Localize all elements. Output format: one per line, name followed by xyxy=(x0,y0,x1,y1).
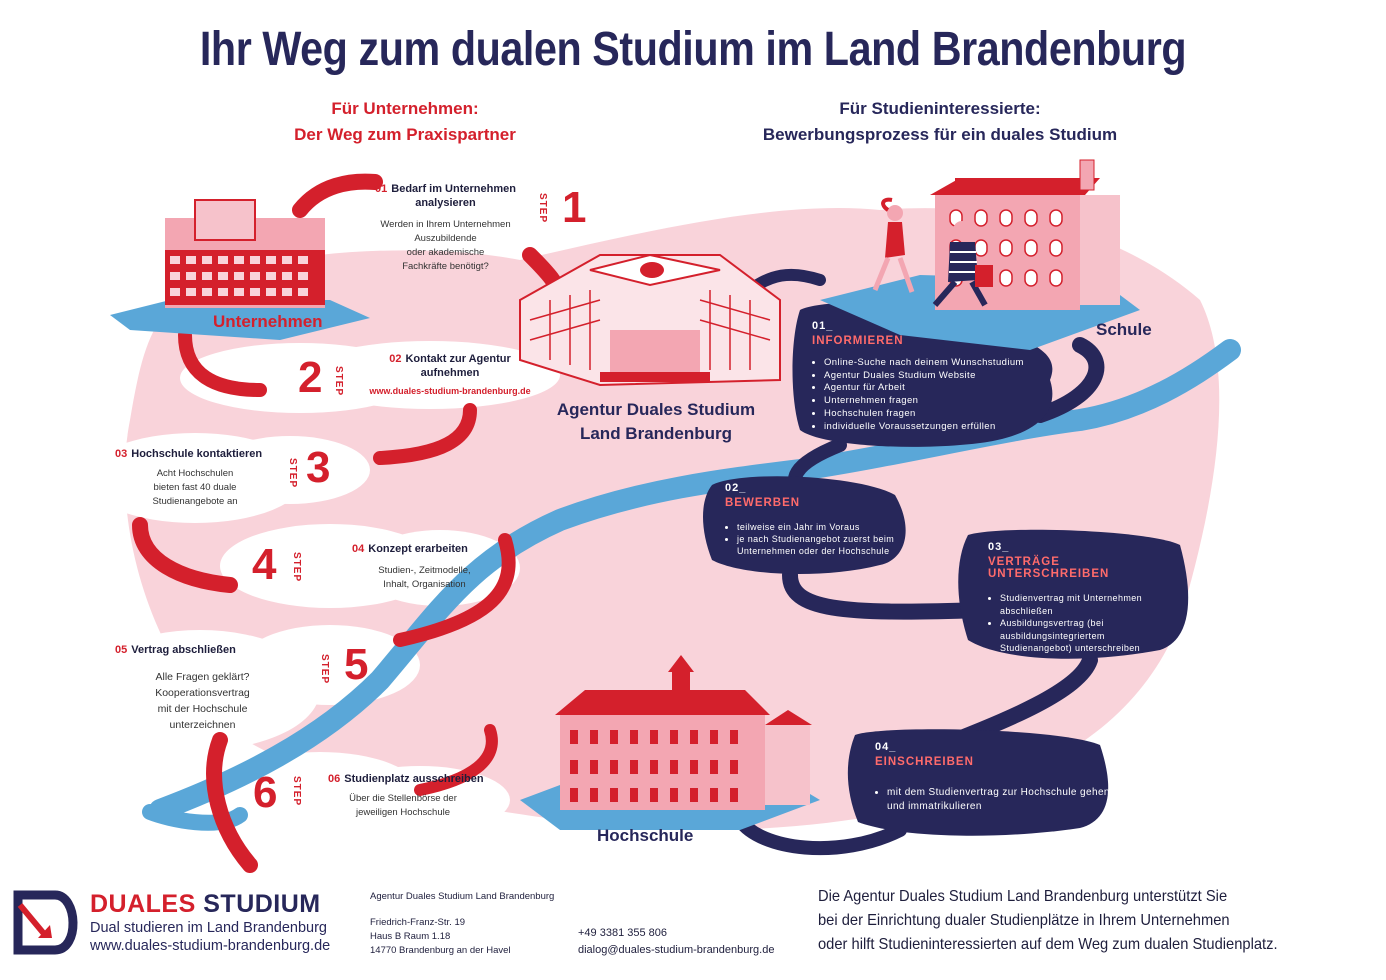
right-header-line1: Für Studieninteressierte: xyxy=(839,99,1041,118)
step-5-number: 5 xyxy=(344,640,369,689)
student-step-2-num: 02_ xyxy=(725,482,747,494)
step-1-label: STEP xyxy=(537,193,548,224)
step-clouds xyxy=(80,341,560,834)
step-4-label: STEP xyxy=(291,552,302,583)
list-item: individuelle Voraussetzungen erfüllen xyxy=(824,421,1052,434)
footer-email[interactable]: dialog@duales-studium-brandenburg.de xyxy=(578,944,775,956)
student-step-2-title: BEWERBEN xyxy=(725,497,801,509)
footer-info: Die Agentur Duales Studium Land Brandenb… xyxy=(818,888,1278,953)
step-1-number: 1 xyxy=(562,183,587,232)
river xyxy=(149,339,1241,821)
building-icon xyxy=(110,199,370,340)
student-step-3-num: 03_ xyxy=(988,541,1010,553)
student-step-1-num: 01_ xyxy=(812,320,834,332)
place-schule: Schule xyxy=(1096,320,1152,339)
brand-subtitle: Dual studieren im Land Brandenburg xyxy=(90,920,327,936)
agency-building-icon xyxy=(519,253,781,387)
list-item: Ausbildungsvertrag (bei ausbildungsinteg… xyxy=(1000,617,1175,655)
footer-org: Agentur Duales Studium Land Brandenburg xyxy=(370,891,555,902)
footer-phone[interactable]: +49 3381 355 806 xyxy=(578,927,668,939)
student-step-4-list: mit dem Studienvertrag zur Hochschule ge… xyxy=(875,786,1112,814)
student-step-1: 01_ INFORMIEREN Online-Suche nach deinem… xyxy=(812,320,1052,433)
step-2-label: STEP xyxy=(333,366,344,397)
step-3-number: 3 xyxy=(306,443,331,492)
students-icon xyxy=(872,197,993,307)
step-6-number: 6 xyxy=(253,768,278,817)
page-title: Ihr Weg zum dualen Studium im Land Brand… xyxy=(199,23,1187,76)
place-hochschule: Hochschule xyxy=(597,826,694,845)
brand-name: DUALES STUDIUM xyxy=(90,890,321,918)
student-step-3: 03_ VERTRÄGE UNTERSCHREIBEN Studienvertr… xyxy=(988,541,1178,655)
red-path xyxy=(132,173,573,873)
place-agentur-line1: Agentur Duales Studium xyxy=(556,400,756,419)
left-header: Für Unternehmen: Der Weg zum Praxispartn… xyxy=(260,96,550,148)
list-item: Agentur für Arbeit xyxy=(824,382,1052,395)
logo-icon xyxy=(13,890,78,955)
list-item: Unternehmen fragen xyxy=(824,395,1052,408)
list-item: Hochschulen fragen xyxy=(824,408,1052,421)
student-step-4-title: EINSCHREIBEN xyxy=(875,756,974,768)
footer-contact: +49 3381 355 806 dialog@duales-studium-b… xyxy=(578,925,774,959)
step-6-label: STEP xyxy=(291,776,302,807)
footer-brand: DUALES STUDIUM Dual studieren im Land Br… xyxy=(90,890,330,955)
step-2-number: 2 xyxy=(298,353,323,402)
left-header-line2: Der Weg zum Praxispartner xyxy=(294,125,516,144)
list-item: teilweise ein Jahr im Voraus xyxy=(737,521,912,533)
university-building-icon xyxy=(520,655,820,830)
student-step-2: 02_ BEWERBEN teilweise ein Jahr im Vorau… xyxy=(725,482,905,557)
student-step-4: 04_ EINSCHREIBEN mit dem Studienvertrag … xyxy=(875,741,1109,814)
step-4-number: 4 xyxy=(252,540,277,589)
student-step-2-list: teilweise ein Jahr im Voraus je nach Stu… xyxy=(725,521,912,557)
student-step-4-num: 04_ xyxy=(875,741,897,753)
place-agentur: Agentur Duales Studium Land Brandenburg xyxy=(556,398,756,446)
step-2-url[interactable]: www.duales-studium-brandenburg.de xyxy=(369,386,531,396)
list-item: Agentur Duales Studium Website xyxy=(824,370,1052,383)
left-header-line1: Für Unternehmen: xyxy=(331,99,479,118)
right-header: Für Studieninteressierte: Bewerbungsproz… xyxy=(730,96,1150,148)
right-header-line2: Bewerbungsprozess für ein duales Studium xyxy=(762,125,1118,144)
school-building-icon xyxy=(820,159,1140,350)
navy-blobs xyxy=(703,302,1189,836)
list-item: Online-Suche nach deinem Wunschstudium xyxy=(824,357,1052,370)
student-step-1-title: INFORMIEREN xyxy=(812,335,904,347)
student-step-3-title: VERTRÄGE UNTERSCHREIBEN xyxy=(988,556,1110,580)
brand-url[interactable]: www.duales-studium-brandenburg.de xyxy=(90,938,331,954)
list-item: Studienvertrag mit Unternehmen abschließ… xyxy=(1000,592,1175,617)
place-agentur-line2: Land Brandenburg xyxy=(579,424,733,443)
step-3-label: STEP xyxy=(287,458,298,489)
student-step-3-list: Studienvertrag mit Unternehmen abschließ… xyxy=(988,592,1175,655)
step-4-desc: Studien-, Zeitmodelle,Inhalt, Organisati… xyxy=(378,565,471,590)
student-step-1-list: Online-Suche nach deinem Wunschstudium A… xyxy=(812,357,1052,433)
list-item: je nach Studienangebot zuerst beim Unter… xyxy=(737,533,912,557)
step-5-label: STEP xyxy=(319,654,330,685)
list-item: mit dem Studienvertrag zur Hochschule ge… xyxy=(887,786,1112,814)
place-unternehmen: Unternehmen xyxy=(213,312,323,331)
